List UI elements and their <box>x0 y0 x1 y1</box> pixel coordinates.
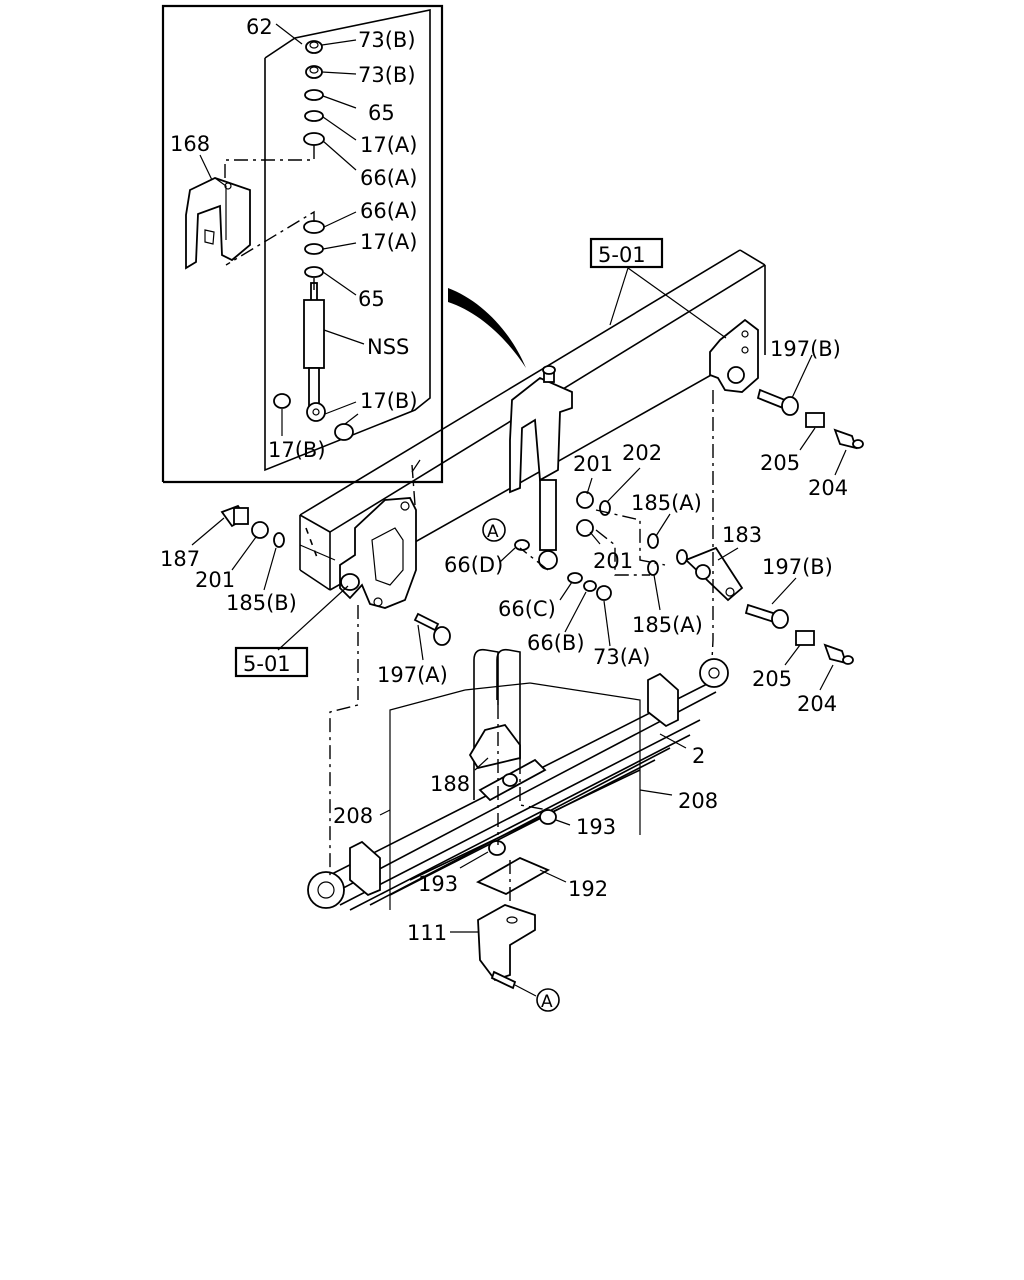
spring-bracket-111 <box>477 904 536 990</box>
label-193-upper: 193 <box>576 815 616 839</box>
nut-193-lower <box>488 840 506 856</box>
reference-5-01-top[interactable]: 5-01 <box>598 243 646 267</box>
label-192: 192 <box>568 877 608 901</box>
label-187: 187 <box>160 547 200 571</box>
label-208-left: 208 <box>333 804 373 828</box>
inset-washer-65-upper <box>304 89 324 101</box>
inset-shock-absorber-nss <box>303 282 326 422</box>
bolt-197b-upper <box>756 388 799 416</box>
reference-5-01-bottom[interactable]: 5-01 <box>243 652 291 676</box>
label-197b-upper: 197(B) <box>770 337 841 361</box>
label-201-upper: 201 <box>573 452 613 476</box>
spring-seat-plate-192 <box>475 856 551 896</box>
label-185a-lower: 185(A) <box>632 613 703 637</box>
grease-nipple-204-upper <box>833 428 864 450</box>
label-185b: 185(B) <box>226 591 297 615</box>
inset-washer-65-lower <box>304 266 324 278</box>
label-17b-left: 17(B) <box>268 438 326 462</box>
washer-185a-lower <box>647 560 659 576</box>
inset-washer-17a-upper <box>304 110 324 122</box>
label-66a-lower: 66(A) <box>360 199 417 223</box>
spring-shackle-183 <box>684 546 744 602</box>
circle-a-label-lower: A <box>541 992 553 1012</box>
inset-nut-73b-upper <box>305 40 323 54</box>
label-111: 111 <box>407 921 447 945</box>
inset-nut-17b-right <box>334 423 354 441</box>
label-17a-upper: 17(A) <box>360 133 417 157</box>
bushing-66b <box>583 580 597 592</box>
label-205-lower: 205 <box>752 667 792 691</box>
label-188: 188 <box>430 772 470 796</box>
circle-a-marker-upper <box>482 518 506 542</box>
bushing-205-upper <box>805 412 825 428</box>
washer-center <box>676 549 688 565</box>
bushing-66c <box>567 572 583 584</box>
label-168: 168 <box>170 132 210 156</box>
bolt-197b-lower <box>744 603 789 629</box>
label-201-lower: 201 <box>593 549 633 573</box>
bolt-197a <box>413 612 451 646</box>
grease-nipple-204-lower <box>823 643 854 665</box>
inset-bushing-66a-lower <box>303 220 325 234</box>
label-2: 2 <box>692 744 705 768</box>
label-183: 183 <box>722 523 762 547</box>
shock-absorber-bracket <box>509 365 573 570</box>
inset-nut-73b-lower <box>305 65 323 79</box>
label-17b-right: 17(B) <box>360 389 418 413</box>
inset-bushing-66a-upper <box>303 132 325 146</box>
label-73b-lower: 73(B) <box>358 63 416 87</box>
washer-185a-upper <box>647 533 659 549</box>
label-205-upper: 205 <box>760 451 800 475</box>
label-nss: NSS <box>367 335 409 359</box>
nut-on-pad <box>502 773 518 787</box>
nut-73a <box>596 585 612 601</box>
label-197a: 197(A) <box>377 663 448 687</box>
label-66a-upper: 66(A) <box>360 166 417 190</box>
grease-nipple-187 <box>220 504 249 528</box>
circle-a-label-upper: A <box>487 522 499 542</box>
u-bolt-208 <box>473 648 521 800</box>
label-65-lower: 65 <box>358 287 385 311</box>
label-66c: 66(C) <box>498 597 556 621</box>
label-66b: 66(B) <box>527 631 585 655</box>
inset-washer-17a-lower <box>304 243 324 255</box>
inset-pointer-arrow <box>448 288 526 368</box>
label-201-left: 201 <box>195 568 235 592</box>
label-73a: 73(A) <box>593 645 650 669</box>
label-193-lower: 193 <box>418 872 458 896</box>
nut-201-upper-center <box>576 491 594 509</box>
label-202: 202 <box>622 441 662 465</box>
inset-shock-absorber-detail: 62 73(B) 73(B) 65 17(A) 168 66(A) 66(A) … <box>161 4 444 484</box>
spring-pad-188 <box>468 723 521 770</box>
inset-nut-17b-left <box>273 393 291 409</box>
label-204-lower: 204 <box>797 692 837 716</box>
inset-bracket-168 <box>185 177 251 270</box>
washer-185b <box>273 532 285 548</box>
bushing-66d <box>514 539 530 551</box>
rear-spring-hanger <box>709 318 759 393</box>
nut-201-lower-center <box>576 519 594 537</box>
label-17a-lower: 17(A) <box>360 230 417 254</box>
label-208-right: 208 <box>678 789 718 813</box>
front-spring-hanger <box>339 497 417 609</box>
nut-201-left <box>251 521 269 539</box>
label-204-upper: 204 <box>808 476 848 500</box>
reference-box-5-01-top[interactable] <box>589 237 664 269</box>
bushing-205-lower <box>795 630 815 646</box>
label-66d: 66(D) <box>444 553 503 577</box>
label-197b-lower: 197(B) <box>762 555 833 579</box>
label-185a-upper: 185(A) <box>631 491 702 515</box>
circle-a-marker-lower <box>536 988 560 1012</box>
label-73b-upper: 73(B) <box>358 28 416 52</box>
label-62: 62 <box>246 15 273 39</box>
reference-box-5-01-bottom[interactable] <box>234 646 309 678</box>
nut-193-upper <box>539 809 557 825</box>
label-65-upper: 65 <box>368 101 395 125</box>
